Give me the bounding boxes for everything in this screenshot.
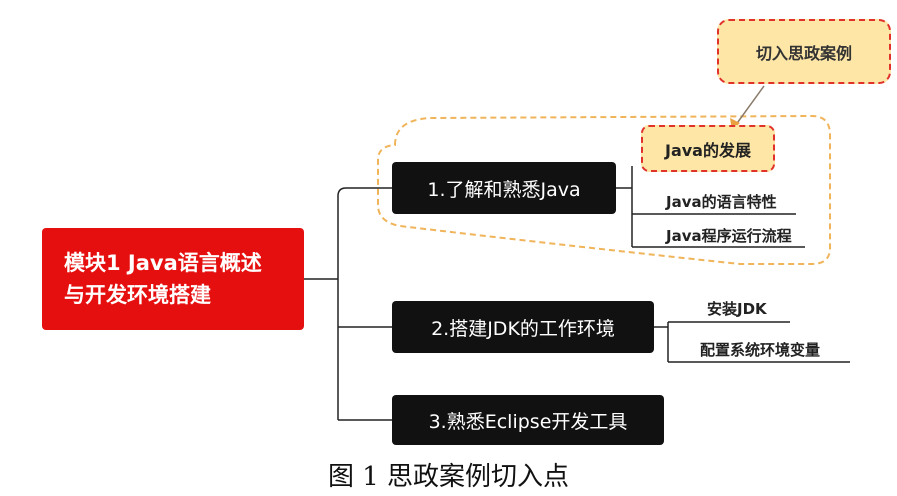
branch-node-3: 3.熟悉Eclipse开发工具 bbox=[392, 395, 664, 445]
leaf-java-run-flow: Java程序运行流程 bbox=[666, 227, 792, 245]
figure-caption: 图 1 思政案例切入点 bbox=[327, 462, 570, 492]
callout-node: 切入思政案例 bbox=[717, 19, 891, 84]
group-outline bbox=[377, 114, 831, 265]
root-line-1: 模块1 Java语言概述 bbox=[64, 251, 262, 275]
callout-arrow bbox=[734, 85, 765, 127]
leaf-config-env: 配置系统环境变量 bbox=[700, 341, 821, 359]
leaf-install-jdk: 安装JDK bbox=[707, 300, 767, 318]
root-node: 模块1 Java语言概述 与开发环境搭建 bbox=[42, 228, 304, 330]
trunk-line bbox=[337, 187, 392, 420]
branch-node-2: 2.搭建JDK的工作环境 bbox=[392, 301, 654, 353]
root-line-2: 与开发环境搭建 bbox=[64, 283, 211, 307]
branch-node-1: 1.了解和熟悉Java bbox=[392, 162, 616, 214]
leaf-java-development: Java的发展 bbox=[641, 125, 775, 172]
leaf-java-features: Java的语言特性 bbox=[666, 193, 777, 211]
